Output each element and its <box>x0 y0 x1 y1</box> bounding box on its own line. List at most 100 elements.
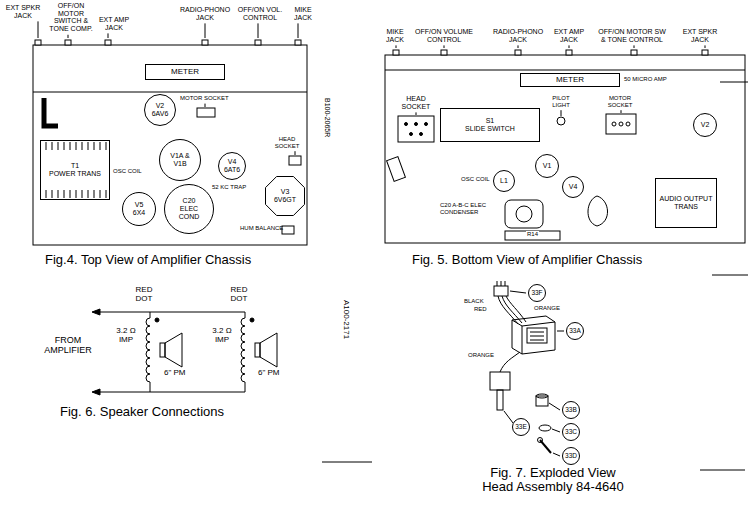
control-label: OFF/ON VOLUME CONTROL <box>412 28 476 43</box>
node-text: T1 <box>49 162 101 170</box>
tube-socket: V46AT6 <box>218 152 246 180</box>
node-outline <box>563 448 580 465</box>
leader-line <box>416 112 417 115</box>
node-outline <box>513 419 530 436</box>
arrowhead <box>92 309 100 395</box>
node-text-group: V26AV6 <box>152 102 169 117</box>
node-text: 33D <box>565 452 577 459</box>
capacitor-can <box>505 200 543 228</box>
jack-label: MIKE JACK <box>379 28 411 43</box>
leader-line <box>557 331 564 332</box>
wire-color-label: RED <box>474 306 487 313</box>
meter: METER <box>145 64 225 80</box>
jack-label: MIKE JACK <box>288 6 318 21</box>
speaker-cone <box>165 333 182 367</box>
node-text: V4 <box>569 183 578 191</box>
chassis-outline <box>385 55 745 243</box>
part-label: 52 KC TRAP <box>212 184 246 191</box>
drawing-number: A100-2171 <box>341 300 350 339</box>
wire-color-label: ORANGE <box>468 352 494 359</box>
socket-pins <box>612 122 630 126</box>
part-label: MOTOR SOCKET <box>180 95 229 102</box>
figure-caption: Fig.4. Top View of Amplifier Chassis <box>45 253 251 267</box>
node-text-group: V46AT6 <box>224 158 240 173</box>
node-outline <box>563 402 580 419</box>
jack-label: EXT AMP JACK <box>96 16 132 31</box>
page-rule <box>700 470 745 471</box>
speaker-magnet <box>160 343 165 357</box>
plug-prong <box>497 281 505 286</box>
page-rule <box>720 82 748 83</box>
leader-line <box>561 110 562 116</box>
socket-pins <box>405 123 428 136</box>
wire-color-label: BLACK <box>464 298 484 305</box>
leader-line <box>205 104 206 107</box>
node-outline <box>529 285 546 302</box>
wire-label: RED DOT <box>132 286 156 304</box>
node-text: SLIDE SWITCH <box>465 125 515 133</box>
node-outline <box>563 424 580 441</box>
node-text-group: AUDIO OUTPUT TRANS <box>659 195 713 210</box>
leader-line <box>621 110 622 113</box>
bushing <box>536 394 548 398</box>
leader-line <box>504 291 564 456</box>
node-text-group: V1A & V1B <box>163 152 197 167</box>
recording-head <box>530 332 544 340</box>
coil: L1 <box>493 170 515 192</box>
node-text-group: METER <box>556 76 584 85</box>
impedance-label: 3.2 Ω IMP <box>110 327 142 345</box>
leader-line <box>504 411 513 423</box>
jack-symbol <box>35 40 301 45</box>
jack-symbol <box>393 50 708 55</box>
power-transformer: T1POWER TRANS <box>40 140 110 200</box>
node-text-group: METER <box>171 68 199 77</box>
callout-number: 33A <box>566 322 584 340</box>
head-bracket <box>512 316 555 354</box>
leader-line <box>518 45 519 48</box>
part-label: 50 MICRO AMP <box>624 76 667 83</box>
speaker-label: 6" PM <box>258 369 280 378</box>
node-text-group: C20ELEC COND <box>170 197 209 220</box>
page-rule <box>322 82 748 470</box>
leader-line <box>634 45 635 48</box>
tube-socket: V1 <box>535 154 559 178</box>
node-text: V2 <box>701 121 710 129</box>
node-text: V1A & V1B <box>163 152 197 167</box>
switch-label: OFF/ON MOTOR SWITCH & TONE COMP. <box>46 2 96 33</box>
node-outline <box>219 153 246 180</box>
socket-pin <box>612 122 616 126</box>
socket-pin <box>420 133 423 136</box>
screw-head <box>538 438 543 443</box>
jack-label: RADIO-PHONO JACK <box>490 28 546 43</box>
node-text-group: L1 <box>500 177 508 185</box>
tube-socket: V36V6GT <box>265 176 305 216</box>
figure-caption: Fig. 7. Exploded View Head Assembly 84-4… <box>478 466 628 495</box>
capacitor-can <box>516 206 532 222</box>
jack-symbol <box>702 50 708 55</box>
socket-pin <box>410 133 413 136</box>
resistor-strip <box>505 231 560 240</box>
part-label: HEAD SOCKET <box>270 136 304 149</box>
socket-pin <box>405 123 408 126</box>
socket-pin <box>626 122 630 126</box>
jack-label: EXT AMP JACK <box>552 28 586 43</box>
leader-line <box>108 33 109 38</box>
leader-line <box>569 45 570 48</box>
node-text-group: V2 <box>701 121 710 129</box>
node-text: V5 <box>133 201 145 209</box>
recording-head <box>527 328 547 343</box>
leader-line <box>510 291 526 293</box>
jack-symbol <box>65 40 71 45</box>
leader-line <box>298 23 299 38</box>
jack-symbol <box>202 40 208 45</box>
hum-balance-control <box>282 226 294 234</box>
jack-symbol <box>255 40 261 45</box>
transformer-fins <box>46 190 106 198</box>
leader-line <box>444 45 445 48</box>
jack-symbol <box>105 40 111 45</box>
washer <box>539 425 551 431</box>
node-text-group: 33C <box>565 428 577 435</box>
leader-line <box>258 23 259 38</box>
part-label: PILOT LIGHT <box>544 95 578 108</box>
